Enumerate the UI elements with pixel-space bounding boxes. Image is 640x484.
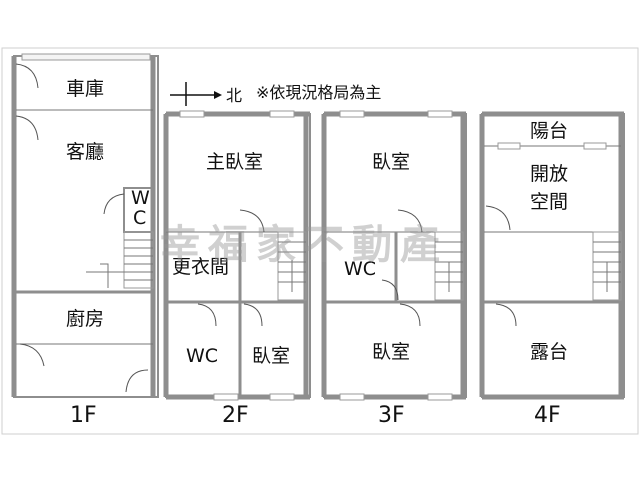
door-arc xyxy=(15,63,39,89)
room-wc-1f-w: W xyxy=(131,187,150,209)
floor-label-4f: 4F xyxy=(534,403,561,428)
floor-1f-plan xyxy=(11,53,159,398)
room-bedroom-3f-lower-label: 臥室 xyxy=(372,341,410,363)
room-master-bedroom-label: 主臥室 xyxy=(206,151,263,173)
room-balcony-label: 陽台 xyxy=(530,120,568,142)
floor-2f-plan xyxy=(163,110,311,401)
room-open-space-label-2: 空間 xyxy=(530,191,568,213)
room-bedroom-2f-label: 臥室 xyxy=(252,345,290,367)
stairs-2f xyxy=(277,231,307,301)
floor-label-2f: 2F xyxy=(222,403,249,428)
compass-label: 北 xyxy=(226,86,242,105)
stairs-3f xyxy=(434,231,464,301)
room-terrace-label: 露台 xyxy=(530,341,568,363)
floor-label-1f: 1F xyxy=(70,403,97,428)
watermark: 幸福家不動產 xyxy=(160,222,448,268)
stairs-1f xyxy=(86,231,154,289)
compass-north-icon xyxy=(170,82,222,106)
room-living-label: 客廳 xyxy=(66,141,104,163)
room-kitchen-label: 廚房 xyxy=(66,307,104,330)
floor-4f-plan xyxy=(479,111,625,400)
stairs-4f xyxy=(592,231,622,301)
room-wc-3f-label: WC xyxy=(344,258,376,280)
room-open-space-label-1: 開放 xyxy=(530,163,568,185)
room-wc-1f-c: C xyxy=(133,207,146,229)
room-garage-label: 車庫 xyxy=(66,78,104,100)
floor-3f-plan xyxy=(321,110,467,401)
layout-notice: ※依現況格局為主 xyxy=(256,83,381,102)
room-closet-label: 更衣間 xyxy=(172,256,229,278)
page-border xyxy=(1,47,639,435)
room-bedroom-3f-upper-label: 臥室 xyxy=(372,151,410,173)
floor-label-3f: 3F xyxy=(378,403,405,428)
garage-door xyxy=(21,53,151,61)
room-wc-2f-label: WC xyxy=(186,345,218,367)
